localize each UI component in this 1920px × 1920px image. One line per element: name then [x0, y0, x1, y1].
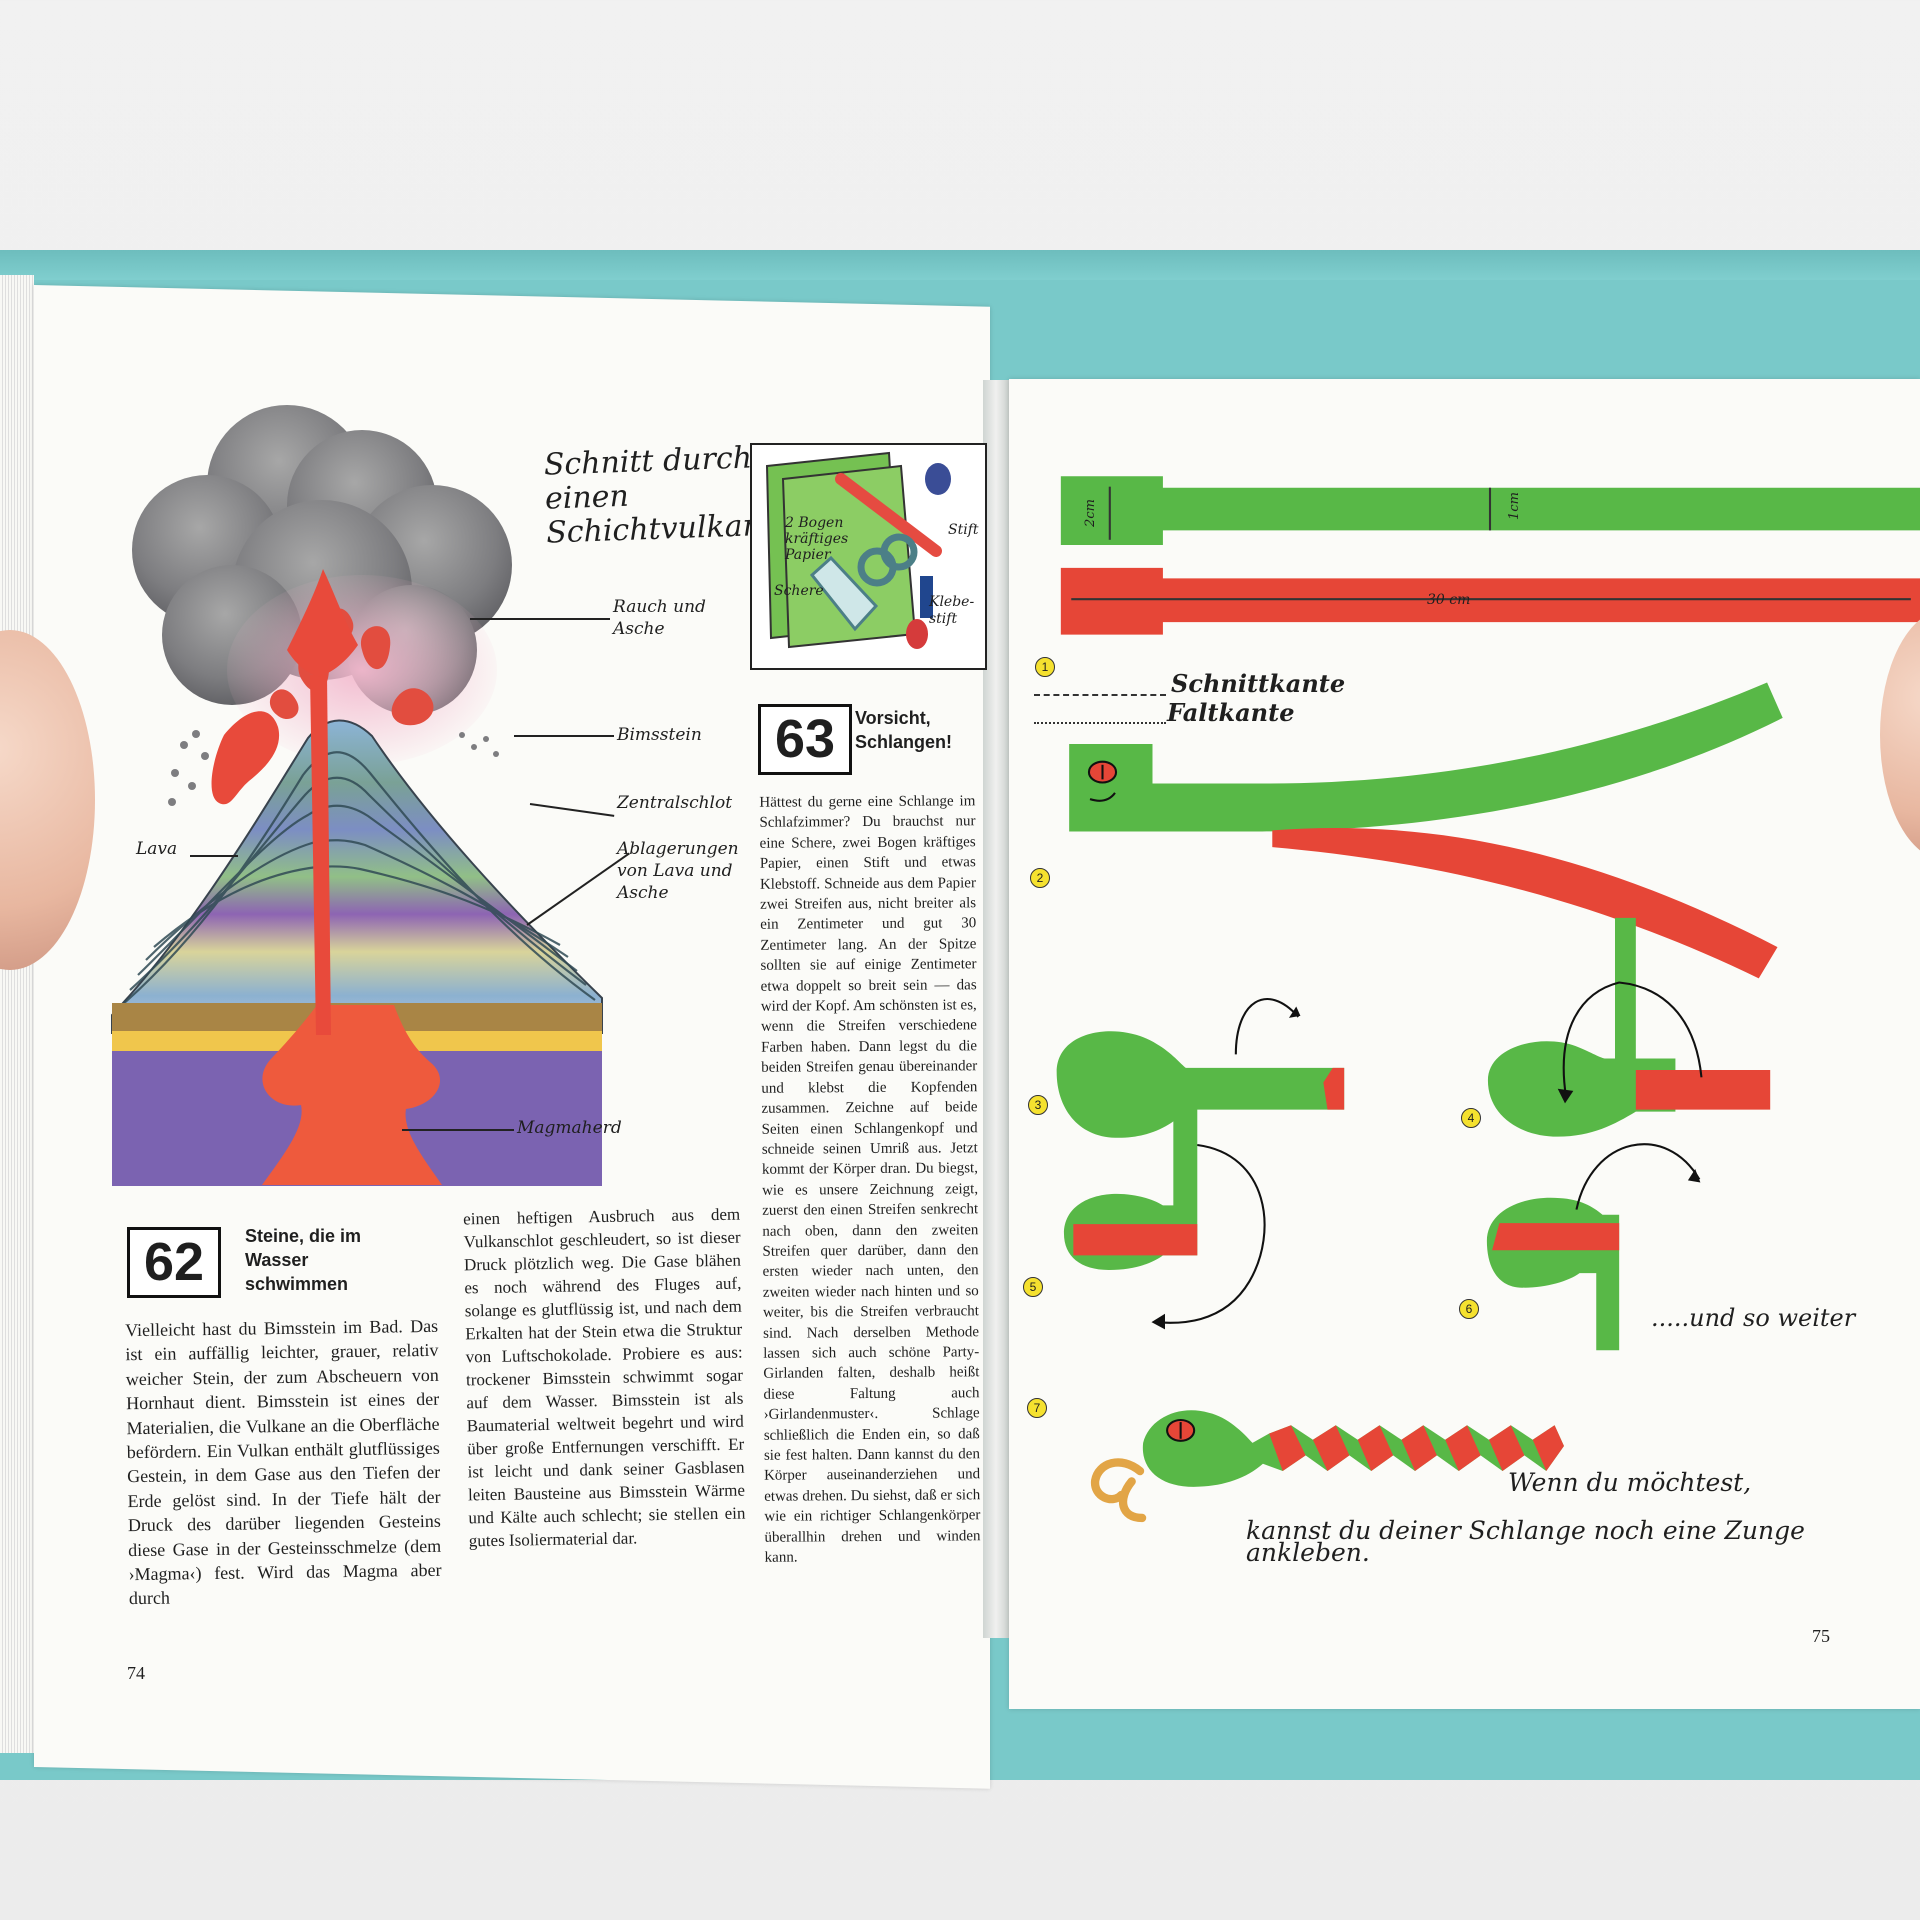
step-2: 2	[1030, 868, 1050, 888]
book-spine	[983, 380, 1009, 1638]
snake-red-folds	[1269, 1425, 1564, 1472]
snake-instructions	[1056, 476, 1920, 1523]
magma-chamber	[262, 1005, 442, 1185]
label-bimsstein: Bimsstein	[617, 725, 702, 745]
volcano-layers	[111, 719, 603, 1034]
step-4: 4	[1461, 1108, 1481, 1128]
pumice-fragments	[168, 730, 499, 806]
cut-edge-line	[1034, 694, 1166, 698]
experiment-63-number: 63	[758, 704, 852, 775]
step-3: 3	[1028, 1095, 1048, 1115]
step-1: 1	[1035, 657, 1055, 677]
measure-1cm: 1cm	[1506, 492, 1522, 520]
material-scissors: Schere	[774, 583, 824, 599]
volcano-title: Schnitt durch einen Schichtvulkan	[543, 440, 763, 551]
experiment-62-number: 62	[127, 1227, 221, 1298]
measure-2cm: 2cm	[1082, 499, 1098, 527]
experiment-62-text-column-2: einen heftigen Ausbruch aus dem Vulkansc…	[463, 1204, 746, 1551]
experiment-62-title: Steine, die im Wasser schwimmen	[245, 1226, 362, 1294]
material-paper: 2 Bogen kräftiges Papier	[785, 515, 849, 563]
materials-illustration	[750, 443, 987, 670]
schnittkante-label: Schnittkante	[1171, 669, 1346, 698]
fold-edge-line	[1034, 722, 1166, 726]
folding-step-6	[1486, 1197, 1620, 1351]
cover-edge	[0, 250, 1920, 280]
page-stack	[0, 275, 34, 1753]
experiment-63-title: Vorsicht, Schlangen!	[855, 708, 953, 752]
volcano-illustration	[111, 405, 603, 1186]
folding-step-4	[1487, 917, 1676, 1137]
arrow-bimsstein	[514, 735, 614, 737]
page-number-75: 75	[1812, 1626, 1830, 1646]
page-number-74: 74	[127, 1663, 145, 1683]
material-pen: Stift	[948, 522, 979, 538]
experiment-63-text: Hättest du gerne eine Schlange im Schlaf…	[759, 793, 981, 1566]
ash-glow	[227, 575, 497, 765]
label-zentralschlot: Zentralschlot	[617, 793, 733, 813]
faltkante-label: Faltkante	[1167, 698, 1295, 727]
label-ablagerungen: Ablagerungen von Lava und Asche	[617, 839, 739, 903]
step-7: 7	[1027, 1398, 1047, 1418]
arrow-magmaherd	[402, 1129, 514, 1131]
arrow-rauch	[470, 618, 610, 620]
step-5: 5	[1023, 1277, 1043, 1297]
label-rauch-und-asche: Rauch und Asche	[613, 597, 706, 639]
volcano-strata	[121, 751, 596, 1006]
material-glue: Klebe- stift	[929, 594, 975, 627]
step-6: 6	[1459, 1299, 1479, 1319]
eruption-column	[287, 569, 358, 677]
tongue-hint-line-2: kannst du deiner Schlange noch eine Zung…	[1246, 1516, 1805, 1567]
label-lava: Lava	[136, 839, 178, 859]
tongue-hint-line-1: Wenn du möchtest,	[1508, 1468, 1752, 1497]
green-strip-bent	[1069, 682, 1783, 832]
und-so-weiter: .....und so weiter	[1651, 1304, 1856, 1332]
measure-30cm: 30 cm	[1427, 592, 1471, 608]
central-vent	[310, 675, 331, 1035]
red-strip-bent	[1272, 828, 1778, 979]
smoke-cloud	[132, 405, 512, 715]
experiment-62-text-column-1: Vielleicht hast du Bimsstein im Bad. Das…	[124, 1315, 442, 1609]
arrow-lava	[190, 855, 238, 857]
red-paper-strip	[1060, 567, 1920, 635]
folding-step-3	[1056, 1031, 1345, 1138]
label-magmaherd: Magmaherd	[517, 1118, 622, 1138]
lava-flow	[211, 711, 280, 805]
